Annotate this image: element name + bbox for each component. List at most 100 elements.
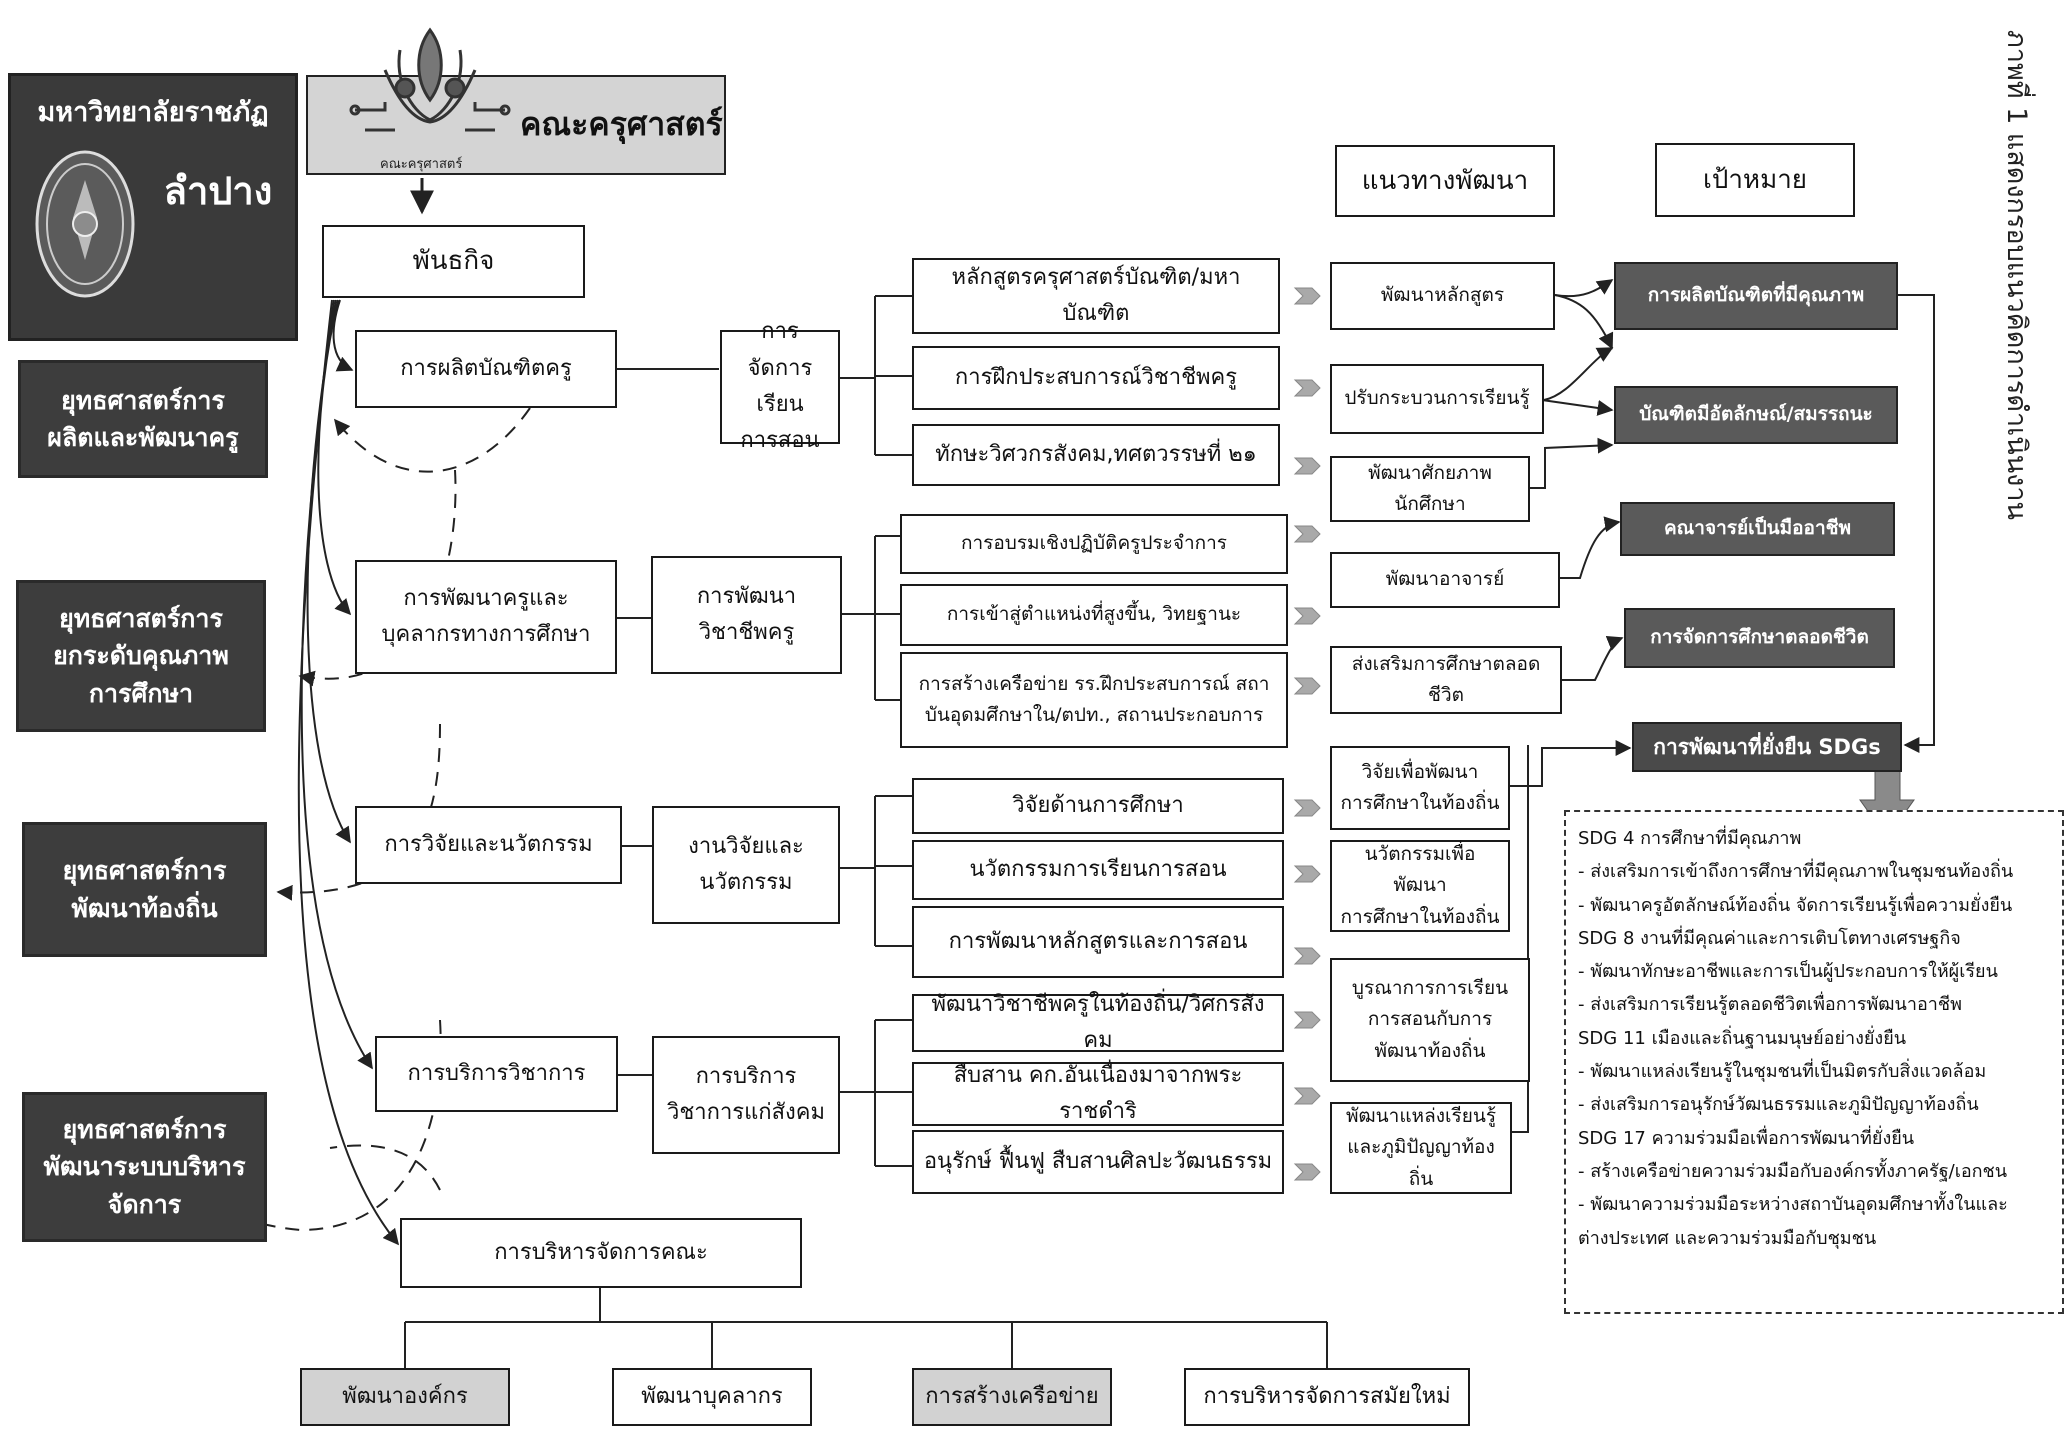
activity-box: การสร้างเครือข่าย รร.ฝึกประสบการณ์ สถาบั… bbox=[900, 652, 1288, 748]
strategy-line: ยุทธศาสตร์การ bbox=[61, 385, 225, 415]
guideline-box: บูรณาการการเรียนการสอนกับการพัฒนาท้องถิ่… bbox=[1330, 958, 1530, 1082]
management-box: พัฒนาองค์กร bbox=[300, 1368, 510, 1426]
guideline-box: ส่งเสริมการศึกษาตลอดชีวิต bbox=[1330, 646, 1562, 714]
guideline-label: บูรณาการการเรียนการสอนกับการพัฒนาท้องถิ่… bbox=[1352, 973, 1508, 1067]
mission-box: พันธกิจ bbox=[322, 225, 585, 298]
guideline-label: พัฒนาแหล่งเรียนรู้และภูมิปัญญาท้องถิ่น bbox=[1340, 1101, 1502, 1195]
label-line: วิจัยเพื่อพัฒนา bbox=[1361, 760, 1479, 783]
strategy-box: ยุทธศาสตร์การ ผลิตและพัฒนาครู bbox=[18, 360, 268, 478]
management-label: พัฒนาบุคลากร bbox=[641, 1383, 783, 1409]
strategy-line: ยกระดับคุณภาพ bbox=[53, 641, 229, 671]
activity-box: การพัฒนาหลักสูตรและการสอน bbox=[912, 906, 1284, 978]
sdg-item: - พัฒนาทักษะอาชีพและการเป็นผู้ประกอบการใ… bbox=[1578, 961, 1998, 983]
area-label: การจัดการเรียน bbox=[747, 319, 813, 417]
activity-box: วิจัยด้านการศึกษา bbox=[912, 778, 1284, 834]
mission-item-label: บุคลากรทางการศึกษา bbox=[381, 622, 591, 647]
guideline-box: นวัตกรรมเพื่อพัฒนาการศึกษาในท้องถิ่น bbox=[1330, 840, 1510, 932]
mission-item: การพัฒนาครูและ บุคลากรทางการศึกษา bbox=[355, 560, 617, 674]
goal-box: บัณฑิตมีอัตลักษณ์/สมรรถนะ bbox=[1614, 386, 1898, 444]
mission-item-label: การบริหารจัดการคณะ bbox=[494, 1239, 708, 1265]
activity-box: พัฒนาวิชาชีพครูในท้องถิ่น/วิศกรสังคม bbox=[912, 992, 1284, 1053]
sdg-item: - พัฒนาความร่วมมือระหว่างสถาบันอุดมศึกษา… bbox=[1578, 1194, 2008, 1216]
guideline-box: วิจัยเพื่อพัฒนาการศึกษาในท้องถิ่น bbox=[1330, 746, 1510, 830]
area-label: งานวิจัยและ bbox=[688, 833, 804, 859]
label-line: และภูมิปัญญาท้องถิ่น bbox=[1347, 1136, 1495, 1190]
guideline-label: ปรับกระบวนการเรียนรู้ bbox=[1344, 387, 1530, 410]
faculty-name: คณะครุศาสตร์ bbox=[520, 105, 723, 143]
activity-label: วิจัยด้านการศึกษา bbox=[1012, 792, 1184, 818]
activity-label: สืบสาน คก.อันเนื่องมาจากพระราชดำริ bbox=[953, 1062, 1243, 1124]
management-label: การสร้างเครือข่าย bbox=[925, 1383, 1099, 1409]
mission-item: การผลิตบัณฑิตครู bbox=[355, 330, 617, 408]
guideline-label: วิจัยเพื่อพัฒนาการศึกษาในท้องถิ่น bbox=[1340, 757, 1499, 820]
sdg-item: - สร้างเครือข่ายความร่วมมือกับองค์กรทั้ง… bbox=[1578, 1160, 2008, 1182]
faculty-block: คณะครุศาสตร์ คณะครุศาสตร์ bbox=[306, 75, 726, 175]
activity-label: การสร้างเครือข่าย รร.ฝึกประสบการณ์ สถาบั… bbox=[919, 669, 1270, 732]
guideline-box: พัฒนาศักยภาพนักศึกษา bbox=[1330, 456, 1530, 522]
activity-box: การฝึกประสบการณ์วิชาชีพครู bbox=[912, 346, 1280, 410]
goal-box: การผลิตบัณฑิตที่มีคุณภาพ bbox=[1614, 262, 1898, 330]
activity-label: พัฒนาวิชาชีพครูในท้องถิ่น/วิศกรสังคม bbox=[931, 991, 1265, 1053]
activity-box: อนุรักษ์ ฟื้นฟู สืบสานศิลปะวัฒนธรรม bbox=[912, 1130, 1284, 1194]
label-line: นวัตกรรมเพื่อพัฒนา bbox=[1364, 842, 1476, 897]
mission-item-label: การบริการวิชาการ bbox=[407, 1060, 586, 1086]
strategy-box: ยุทธศาสตร์การ พัฒนาระบบบริหาร จัดการ bbox=[22, 1092, 267, 1242]
label-line: บันอุดมศึกษาใน/ตปท., สถานประกอบการ bbox=[924, 704, 1264, 726]
mission-item: การบริการวิชาการ bbox=[375, 1036, 618, 1112]
area-label: วิชาชีพครู bbox=[698, 620, 795, 645]
goal-box: คณาจารย์เป็นมืออาชีพ bbox=[1620, 502, 1895, 556]
area-box: การพัฒนา วิชาชีพครู bbox=[651, 556, 842, 674]
management-box: พัฒนาบุคลากร bbox=[612, 1368, 812, 1426]
mission-item-label: การผลิตบัณฑิตครู bbox=[400, 355, 572, 381]
strategy-line: ผลิตและพัฒนาครู bbox=[47, 423, 239, 452]
area-box: การบริการ วิชาการแก่สังคม bbox=[652, 1036, 840, 1154]
university-name-line1: มหาวิทยาลัยราชภัฏ bbox=[37, 97, 269, 128]
university-seal-icon bbox=[35, 150, 135, 298]
sdg-item: - พัฒนาแหล่งเรียนรู้ในชุมชนที่เป็นมิตรกั… bbox=[1578, 1061, 1987, 1083]
mission-label: พันธกิจ bbox=[412, 246, 495, 277]
activity-box: ทักษะวิศวกรสังคม,ทศตวรรษที่ ๒๑ bbox=[912, 424, 1280, 486]
figure-title: ภาพที่ 1 แสดงกรอบแนวคิดการดำเนินงาน bbox=[2001, 30, 2032, 520]
label-line: พัฒนาท้องถิ่น bbox=[1374, 1039, 1486, 1062]
activity-label: นวัตกรรมการเรียนการสอน bbox=[969, 856, 1227, 882]
guideline-label: พัฒนาศักยภาพนักศึกษา bbox=[1368, 461, 1492, 515]
sdg-item: - ส่งเสริมการอนุรักษ์วัฒนธรรมและภูมิปัญญ… bbox=[1578, 1094, 1979, 1116]
strategy-line: ยุทธศาสตร์การ bbox=[62, 1114, 227, 1144]
strategy-line: การศึกษา bbox=[88, 678, 194, 708]
management-box: การบริหารจัดการสมัยใหม่ bbox=[1184, 1368, 1470, 1426]
mission-item-label: การวิจัยและนวัตกรรม bbox=[384, 831, 593, 857]
logo-caption: คณะครุศาสตร์ bbox=[380, 157, 463, 172]
guideline-label: นวัตกรรมเพื่อพัฒนาการศึกษาในท้องถิ่น bbox=[1340, 839, 1500, 933]
goal-box: การพัฒนาที่ยั่งยืน SDGs bbox=[1632, 722, 1902, 772]
sdg-title: SDG 11 เมืองและถิ่นฐานมนุษย์อย่างยั่งยืน bbox=[1578, 1027, 1907, 1049]
mission-item: การบริหารจัดการคณะ bbox=[400, 1218, 802, 1288]
strategy-line: ยุทธศาสตร์การ bbox=[59, 603, 223, 633]
activity-box: นวัตกรรมการเรียนการสอน bbox=[912, 840, 1284, 900]
activity-label: อนุรักษ์ ฟื้นฟู สืบสานศิลปะวัฒนธรรม bbox=[923, 1148, 1273, 1174]
guideline-label: ส่งเสริมการศึกษาตลอดชีวิต bbox=[1351, 652, 1541, 706]
activity-label: การพัฒนาหลักสูตรและการสอน bbox=[948, 928, 1248, 954]
goal-label: การพัฒนาที่ยั่งยืน SDGs bbox=[1653, 734, 1881, 759]
sdg-item: ต่างประเทศ และความร่วมมือกับชุมชน bbox=[1578, 1227, 1877, 1249]
management-label: การบริหารจัดการสมัยใหม่ bbox=[1203, 1383, 1451, 1409]
sdg-panel: SDG 4 การศึกษาที่มีคุณภาพ - ส่งเสริมการเ… bbox=[1564, 810, 2064, 1314]
area-label: นวัตกรรม bbox=[699, 870, 793, 895]
goals-header: เป้าหมาย bbox=[1655, 143, 1855, 217]
goal-box: การจัดการศึกษาตลอดชีวิต bbox=[1624, 608, 1895, 668]
goal-label: คณาจารย์เป็นมืออาชีพ bbox=[1663, 517, 1852, 540]
strategy-line: ยุทธศาสตร์การ bbox=[62, 856, 227, 885]
sdg-title: SDG 4 การศึกษาที่มีคุณภาพ bbox=[1578, 828, 1802, 849]
label-line: การสอนกับการ bbox=[1367, 1008, 1493, 1031]
university-block: มหาวิทยาลัยราชภัฏ ลำปาง bbox=[8, 73, 298, 341]
mission-item: การวิจัยและนวัตกรรม bbox=[355, 806, 622, 884]
guideline-label: พัฒนาหลักสูตร bbox=[1380, 284, 1505, 307]
strategy-line: พัฒนาท้องถิ่น bbox=[71, 893, 218, 923]
label-line: พัฒนาแหล่งเรียนรู้ bbox=[1345, 1104, 1497, 1127]
goal-label: การจัดการศึกษาตลอดชีวิต bbox=[1650, 626, 1869, 649]
guideline-box: พัฒนาหลักสูตร bbox=[1330, 262, 1555, 330]
area-label: การบริการ bbox=[695, 1063, 797, 1089]
activity-label: การฝึกประสบการณ์วิชาชีพครู bbox=[954, 364, 1238, 390]
guideline-box: พัฒนาอาจารย์ bbox=[1330, 552, 1560, 608]
guideline-label: พัฒนาอาจารย์ bbox=[1385, 568, 1505, 591]
